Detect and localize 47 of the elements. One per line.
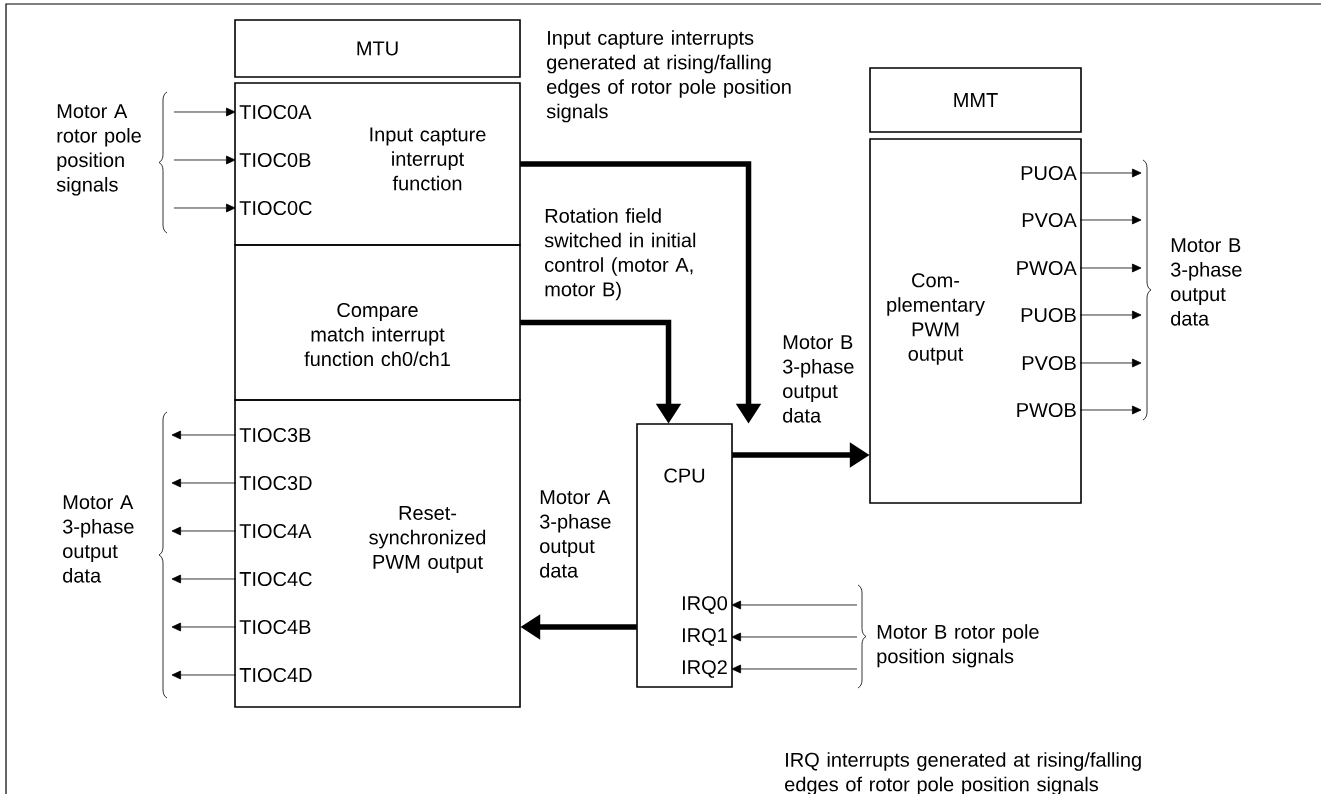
arrow xyxy=(1079,263,1142,273)
arrow xyxy=(1079,358,1142,368)
pin-label: TIOC4B xyxy=(239,619,311,635)
arrow xyxy=(731,664,858,674)
function-box: Compare match interrupt function ch0/ch1 xyxy=(234,244,521,401)
arrow xyxy=(1079,310,1142,320)
arrow xyxy=(731,600,858,610)
pin-label: IRQ0 xyxy=(683,596,728,614)
signal-group-label: Motor B 3-phase output data xyxy=(1171,238,1242,326)
pin-label: TIOC3B xyxy=(239,427,311,443)
arrow xyxy=(173,155,236,165)
pin-label: PWOB xyxy=(1017,402,1076,418)
pin-label: TIOC4A xyxy=(239,523,312,539)
pin-label: PUOB xyxy=(1021,307,1076,323)
pin-label: PUOA xyxy=(1021,165,1077,181)
edge-label: Input capture interrupts generated at rising/falling edges of rotor pole position signals xyxy=(546,30,791,123)
signal-group-label: Motor A 3-phase output data xyxy=(63,495,134,583)
pin-label: PVOA xyxy=(1022,212,1077,228)
arrow xyxy=(171,430,237,440)
pin-label: TIOC4D xyxy=(239,667,312,683)
arrow xyxy=(171,670,237,680)
pin-label: IRQ1 xyxy=(683,628,727,646)
pin-label: TIOC3D xyxy=(239,475,312,491)
pin-label: TIOC4C xyxy=(239,571,312,587)
arrow xyxy=(173,107,236,117)
arrow xyxy=(731,632,858,642)
arrow xyxy=(171,526,237,536)
arrow xyxy=(171,622,237,632)
arrow xyxy=(173,203,236,213)
arrow xyxy=(171,574,237,584)
unit-header-box: MMT xyxy=(869,67,1082,133)
unit-header-box: MTU xyxy=(234,19,521,78)
pin-label: TIOC0C xyxy=(239,200,312,216)
signal-group-label: Motor B rotor pole position signals xyxy=(877,624,1039,668)
arrow xyxy=(1079,405,1142,415)
pin-label: PWOA xyxy=(1017,260,1077,276)
arrow xyxy=(171,478,237,488)
edge-label: Motor A 3-phase output data xyxy=(540,490,611,578)
arrow xyxy=(1079,215,1142,225)
edge-label: Rotation field switched in initial control (motor A, motor B) xyxy=(544,208,696,301)
signal-group-label: Motor A rotor pole position signals xyxy=(56,104,141,196)
edge-label: Motor B 3-phase output data xyxy=(783,335,854,423)
pin-label: PVOB xyxy=(1022,355,1076,371)
pin-label: IRQ2 xyxy=(683,660,727,678)
pin-label: TIOC0B xyxy=(239,152,311,168)
arrow xyxy=(1079,168,1142,178)
pin-label: TIOC0A xyxy=(239,104,312,120)
